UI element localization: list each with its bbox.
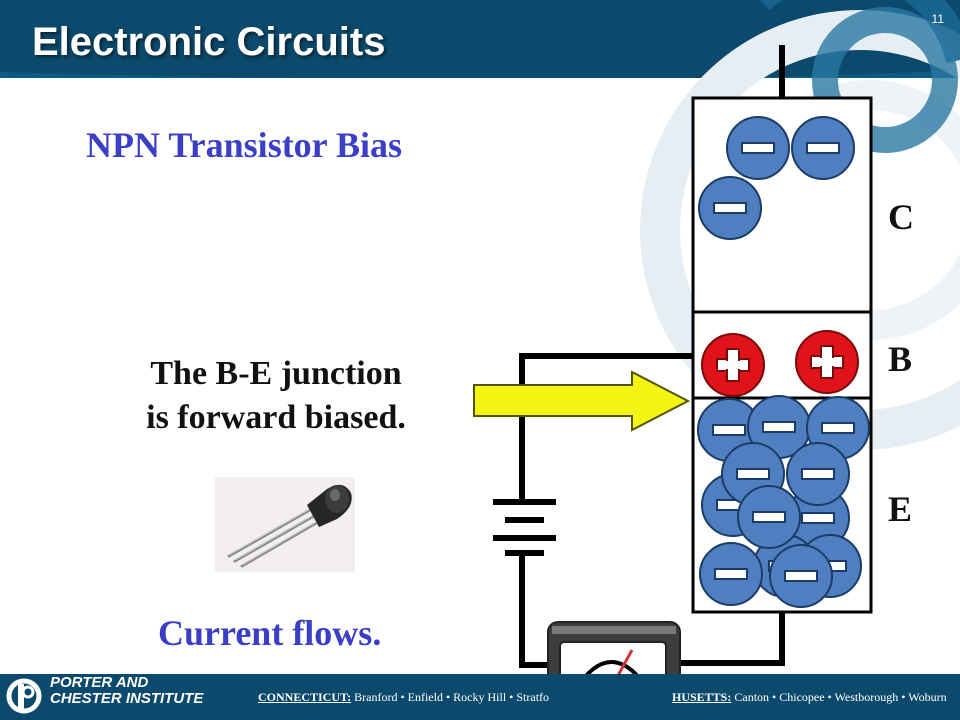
electron — [769, 544, 833, 608]
explanation-text: The B-E junction is forward biased. — [96, 352, 456, 440]
slide-title: Electronic Circuits — [32, 20, 386, 64]
electron — [698, 176, 762, 240]
electron — [786, 442, 850, 506]
collector-label: C — [888, 197, 914, 237]
electron — [791, 116, 855, 180]
base-holes — [701, 330, 859, 397]
collector-electrons — [698, 116, 855, 240]
explanation-line-1: The B-E junction — [150, 355, 402, 392]
transistor-image-icon — [215, 477, 355, 572]
page-number: 11 — [931, 12, 944, 26]
massachusetts-towns: Canton • Chicopee • Westborough • Woburn — [734, 690, 947, 704]
battery-icon — [493, 499, 556, 556]
electron — [699, 542, 763, 606]
emitter-electrons — [697, 395, 870, 608]
hole — [701, 333, 765, 397]
current-flows-text: Current flows. — [158, 613, 382, 653]
connecticut-towns: Branford • Enfield • Rocky Hill • Stratf… — [354, 690, 550, 704]
connecticut-label: CONNECTICUT: — [258, 690, 352, 704]
subtitle: NPN Transistor Bias — [86, 125, 403, 165]
base-wire — [519, 353, 696, 503]
hole — [795, 330, 859, 394]
base-label: B — [888, 339, 913, 379]
electron — [726, 116, 790, 180]
electron — [737, 485, 801, 549]
right-arrow-icon — [473, 370, 691, 432]
footer-bar — [0, 674, 960, 720]
massachusetts-label: HUSETTS: — [672, 690, 732, 704]
explanation-line-2: is forward biased. — [146, 399, 406, 436]
footer-logo-text: PORTER AND CHESTER INSTITUTE — [50, 675, 203, 707]
return-wire-right — [677, 609, 785, 666]
logo-line-2: CHESTER INSTITUTE — [50, 690, 204, 707]
logo-line-1: PORTER AND — [50, 674, 149, 691]
transistor-photo — [215, 477, 355, 572]
footer-massachusetts: HUSETTS: Canton • Chicopee • Westborough… — [672, 690, 947, 705]
footer-connecticut: CONNECTICUT: Branford • Enfield • Rocky … — [258, 690, 549, 705]
emitter-label: E — [888, 489, 913, 529]
